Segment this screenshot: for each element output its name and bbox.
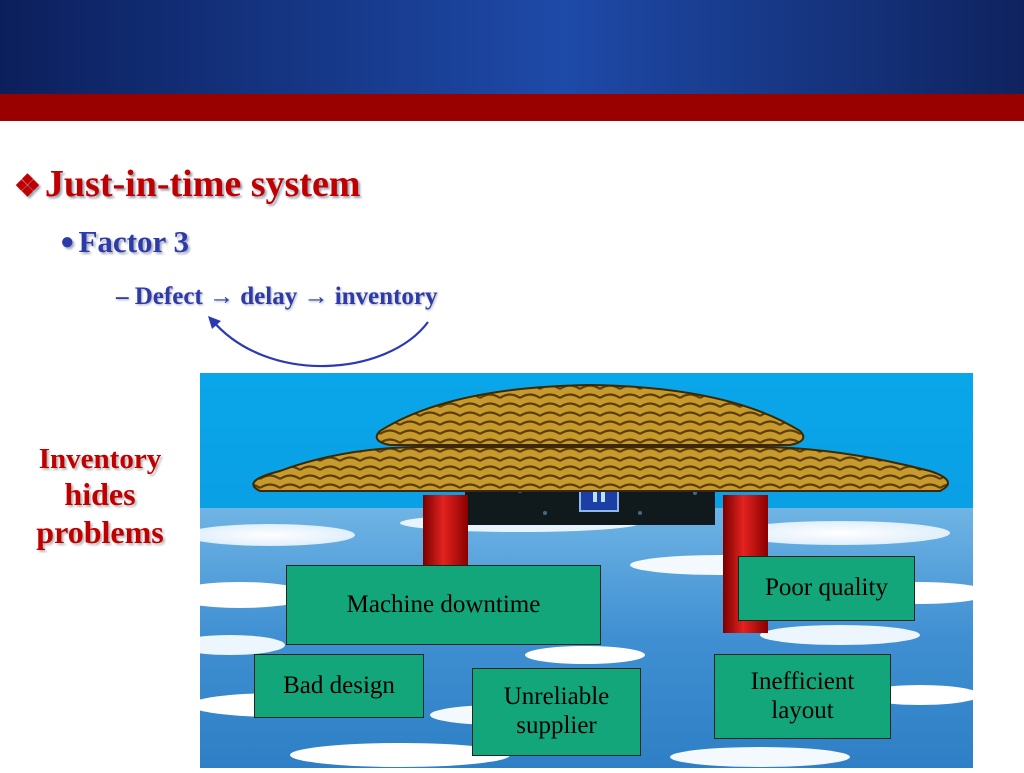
problem-box-poor-quality: Poor quality bbox=[738, 556, 915, 621]
cycle-arrow-icon bbox=[208, 316, 429, 368]
problem-box-inefficient-layout: Inefficient layout bbox=[714, 654, 891, 739]
problem-label: Poor quality bbox=[765, 574, 888, 602]
header-band bbox=[0, 0, 1024, 94]
caption-line-1: Inventory bbox=[38, 443, 162, 475]
subheading-text: Factor 3 bbox=[78, 224, 189, 259]
chain-text: Defect → delay → inventory bbox=[134, 283, 438, 310]
lower-roof bbox=[252, 445, 949, 492]
heading-text: Just-in-time system bbox=[44, 163, 361, 205]
gate-water-illustration: Machine downtime Poor quality Bad design… bbox=[170, 373, 990, 768]
slide-heading: ❖Just-in-time system bbox=[14, 162, 360, 206]
dash-bullet-icon: – bbox=[116, 283, 129, 310]
problem-label: Machine downtime bbox=[346, 590, 541, 618]
upper-roof bbox=[375, 383, 805, 446]
diamond-bullet-icon: ❖ bbox=[14, 170, 41, 203]
dot-bullet-icon: ● bbox=[60, 229, 75, 255]
problem-box-machine-downtime: Machine downtime bbox=[286, 565, 601, 645]
chain-line: – Defect → delay → inventory bbox=[116, 283, 437, 311]
problem-label: Bad design bbox=[283, 671, 395, 699]
caption-line-3: problems bbox=[36, 513, 164, 550]
slide-subheading: ●Factor 3 bbox=[60, 224, 189, 260]
problem-box-bad-design: Bad design bbox=[254, 654, 424, 718]
caption-line-2: hides bbox=[64, 476, 136, 513]
header-accent-stripe bbox=[0, 94, 1024, 121]
side-caption: Inventory hides problems bbox=[14, 442, 186, 552]
problem-label: Unreliable supplier bbox=[503, 683, 610, 739]
problem-box-unreliable-supplier: Unreliable supplier bbox=[472, 668, 641, 756]
problem-label: Inefficient layout bbox=[750, 667, 855, 724]
